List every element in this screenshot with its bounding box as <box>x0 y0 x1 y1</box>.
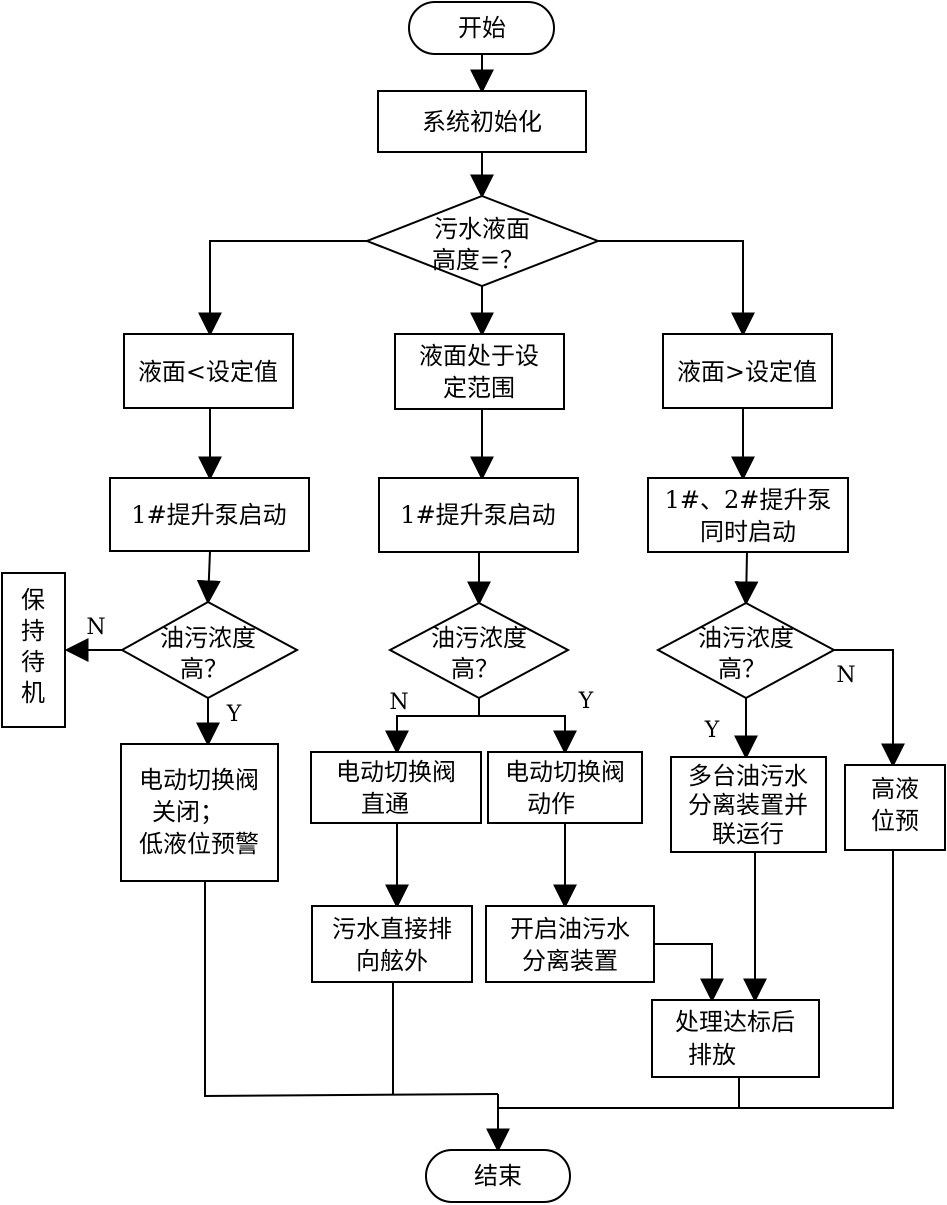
init-box <box>377 90 587 153</box>
valve-act-box <box>487 751 643 824</box>
pump-mid-label: 1#提升泵启动 <box>400 501 555 529</box>
parallel-box <box>670 756 827 853</box>
oil-left-line2: 高？ <box>180 655 228 683</box>
arrow-pump-oil-left <box>196 550 221 605</box>
open-sep-box <box>485 905 655 983</box>
standby-char2: 持 <box>21 617 45 645</box>
standby-char3: 待 <box>21 648 45 676</box>
pump-left-box <box>109 477 310 552</box>
parallel-line1: 多台油污水 <box>688 762 808 790</box>
oil-left-diamond <box>119 600 300 700</box>
level-check-diamond <box>364 194 601 288</box>
arrow-oil-mid-act <box>479 715 577 755</box>
mid-level-line2: 定范围 <box>443 374 515 402</box>
high-warn-line2: 位预 <box>871 807 919 835</box>
label-y-left: Y <box>226 702 242 727</box>
open-sep-line2: 分离装置 <box>522 947 618 975</box>
end-terminator <box>425 1149 571 1203</box>
oil-mid-line2: 高？ <box>451 655 499 683</box>
oil-right-line1: 油污浓度 <box>698 624 794 652</box>
standby-char1: 保 <box>21 586 45 614</box>
oil-mid-diamond <box>387 601 571 700</box>
valve-direct-line2: 直通 <box>361 790 409 818</box>
arrow-check-high <box>598 240 755 337</box>
line-valveclose-merge <box>204 880 499 1098</box>
low-level-box <box>123 333 294 409</box>
standby-char4: 机 <box>21 679 45 707</box>
discharge-direct-line1: 污水直接排 <box>332 915 452 943</box>
start-terminator <box>408 1 555 55</box>
oil-left-line1: 油污浓度 <box>160 624 256 652</box>
arrow-check-low <box>198 240 367 337</box>
treat-line1: 处理达标后 <box>675 1008 795 1036</box>
high-warn-line1: 高液 <box>871 775 919 803</box>
label-n-mid: N <box>389 690 408 715</box>
pump-left-label: 1#提升泵启动 <box>131 501 286 529</box>
valve-close-line2: 关闭； <box>152 798 224 826</box>
valve-close-line1: 电动切换阀 <box>139 766 259 794</box>
pump-right-line1: 1#、2#提升泵 <box>665 486 832 514</box>
label-y-right: Y <box>704 718 720 743</box>
valve-act-line1: 电动切换阀 <box>505 758 625 786</box>
open-sep-line1: 开启油污水 <box>510 915 630 943</box>
mid-level-line1: 液面处于设 <box>419 342 539 370</box>
arrow-pump-oil-right <box>734 551 759 606</box>
line-warn-merge <box>739 850 894 1109</box>
discharge-direct-box <box>311 905 473 983</box>
mid-level-box <box>394 333 565 410</box>
label-y-mid: Y <box>578 689 594 714</box>
arrow-oil-right-warn <box>832 649 905 768</box>
treat-box <box>651 999 820 1078</box>
start-label: 开始 <box>458 14 506 42</box>
valve-act-line2: 动作 <box>527 790 575 818</box>
label-n-left: N <box>86 615 105 640</box>
level-check-line1: 污水液面 <box>434 215 530 243</box>
valve-direct-box <box>310 751 482 824</box>
valve-close-box <box>120 743 279 882</box>
high-level-label: 液面>设定值 <box>677 358 817 386</box>
pump-mid-box <box>378 477 579 553</box>
init-label: 系统初始化 <box>422 108 542 136</box>
valve-direct-line1: 电动切换阀 <box>336 758 456 786</box>
high-level-box <box>662 333 833 409</box>
parallel-line3: 联运行 <box>712 820 784 848</box>
oil-right-line2: 高？ <box>718 655 766 683</box>
low-level-label: 液面<设定值 <box>138 358 278 386</box>
oil-right-diamond <box>655 601 837 700</box>
treat-line2: 排放 <box>688 1041 736 1069</box>
pump-right-line2: 同时启动 <box>700 518 796 546</box>
end-label: 结束 <box>474 1162 522 1190</box>
valve-close-line3: 低液位预警 <box>139 830 259 858</box>
arrow-oil-mid-direct <box>385 698 480 755</box>
arrow-opensep-treat <box>654 943 724 1003</box>
parallel-line2: 分离装置并 <box>688 791 808 819</box>
connectors <box>64 54 905 1153</box>
line-treat-merge <box>498 1077 740 1109</box>
discharge-direct-line2: 向舷外 <box>356 947 428 975</box>
oil-mid-line1: 油污浓度 <box>431 624 527 652</box>
pump-right-box <box>647 477 849 553</box>
standby-box <box>1 572 66 728</box>
level-check-line2: 高度=？ <box>432 246 524 274</box>
label-n-right: N <box>836 663 855 688</box>
high-warn-box <box>844 764 946 851</box>
